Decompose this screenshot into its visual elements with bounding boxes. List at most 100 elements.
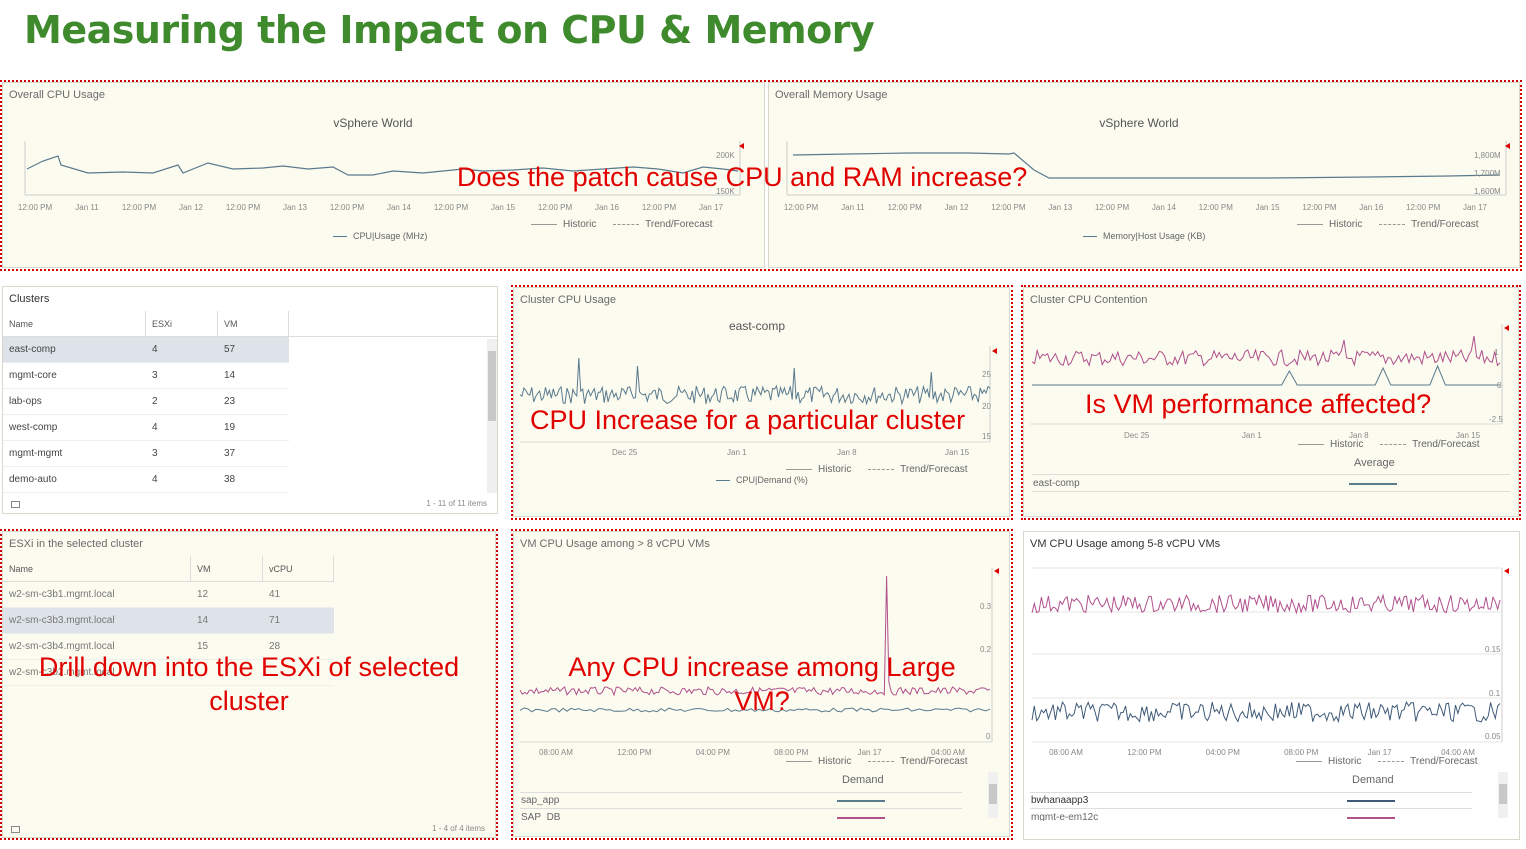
memory-x-tick: 12:00 PM [1302,203,1337,212]
table-cell: 3 [152,448,158,459]
scroll-thumb[interactable] [1499,784,1507,804]
scroll-thumb[interactable] [989,784,997,804]
column-toggle-icon[interactable] [11,826,20,833]
col-vm[interactable]: VM [191,556,263,581]
cpu-x-tick: Jan 17 [699,203,724,212]
large-vm-y-tick: 0.3 [980,602,992,611]
large-vm-x-tick: 12:00 PM [617,748,652,757]
cluster-y-tick: 20 [982,402,991,411]
mid-vm-y-tick: 0.1 [1489,689,1501,698]
cluster-range-marker [992,348,997,354]
scroll-thumb[interactable] [488,351,496,421]
panel-title: VM CPU Usage among 5-8 vCPU VMs [1030,538,1221,550]
cpu-x-tick: Jan 15 [491,203,516,212]
table-cell: mgmt-mgmt [9,448,63,459]
col-vm[interactable]: VM [218,311,289,336]
memory-usage-line [792,152,1500,179]
table-cell: 19 [224,422,236,433]
table-cell: east-comp [9,344,56,355]
legend-historic: Historic [563,219,597,230]
cpu-x-tick: 12:00 PM [434,203,469,212]
large-vm-scrollbar[interactable] [988,772,998,818]
memory-x-tick: Jan 15 [1256,203,1281,212]
cluster-series-legend: CPU|Demand (%) [716,475,808,485]
contention-range-marker [1504,325,1509,331]
table-cell: w2-sm-c3b4.mgmt.local [9,641,115,652]
contention-y-tick: -2.5 [1489,415,1503,424]
callout-esxi-line1: Drill down into the ESXi of selected [38,652,460,682]
callout-contention: Is VM performance affected? [1085,389,1432,419]
table-cell: 4 [152,474,158,485]
col-esxi[interactable]: ESXi [146,311,218,336]
legend-trend: Trend/Forecast [900,756,968,767]
column-toggle-icon[interactable] [11,501,20,508]
table-row[interactable]: w2-sm-c3b2.mgmt.local [3,660,334,686]
mid-vm-scrollbar[interactable] [1498,772,1508,818]
cpu-x-tick: 12:00 PM [122,203,157,212]
mid-vm-line-pink [1031,593,1501,615]
legend-historic: Historic [1329,219,1363,230]
table-cell: 38 [224,474,236,485]
large-vm-x-tick: 08:00 PM [774,748,809,757]
clusters-scrollbar[interactable] [487,339,497,493]
col-name[interactable]: Name [3,556,191,581]
row-swatch [1347,800,1395,802]
mid-vm-row[interactable]: bwhanaapp3 [1030,792,1472,809]
large-vm-x-tick: 04:00 PM [696,748,731,757]
panel-title: Cluster CPU Contention [1030,294,1148,306]
large-vm-row[interactable]: sap_app [520,792,962,809]
table-cell: 12 [197,589,209,600]
callout-esxi: Drill down into the ESXi of selected clu… [0,650,498,718]
mid-vm-x-tick: 08:00 AM [1049,748,1083,757]
contention-row[interactable]: east-comp [1032,474,1510,492]
cpu-x-tick: 12:00 PM [226,203,261,212]
cpu-x-tick: Jan 14 [387,203,412,212]
table-cell: west-comp [9,422,58,433]
contention-x-tick: Jan 8 [1349,431,1369,440]
large-vm-row[interactable]: SAP_DB [520,809,962,821]
cpu-range-marker [739,143,744,149]
mid-vm-legend: Historic Trend/Forecast [1296,756,1492,767]
panel-title: VM CPU Usage among > 8 vCPU VMs [520,538,710,550]
legend-trend: Trend/Forecast [1412,439,1480,450]
cluster-x-tick: Dec 25 [612,448,638,457]
table-header: Name ESXi VM [3,311,289,337]
mid-vm-row[interactable]: mgmt-e-em12c [1030,809,1472,821]
series-label: CPU|Demand (%) [736,475,808,485]
cpu-x-tick: Jan 16 [595,203,620,212]
memory-range-marker [1505,143,1510,149]
large-vm-line-pink [519,575,991,697]
cpu-series-legend: CPU|Usage (MHz) [333,231,427,241]
cluster-x-tick: Jan 15 [945,448,970,457]
table-cell: w2-sm-c3b1.mgmt.local [9,589,115,600]
row-label: sap_app [521,795,560,806]
large-vm-column: Demand [842,774,884,786]
cpu-x-tick: Jan 11 [75,203,99,212]
legend-historic: Historic [818,756,852,767]
slide-title: Measuring the Impact on CPU & Memory [24,8,875,52]
contention-chart: Dec 25 Jan 1 Jan 8 Jan 15 1 0 -2.5 [1030,324,1509,440]
series-label: CPU|Usage (MHz) [353,231,428,241]
panel-title: Overall CPU Usage [9,89,105,101]
callout-large-vm: Any CPU increase among Large VM? [511,650,1013,718]
row-label: mgmt-e-em12c [1031,812,1099,821]
legend-historic: Historic [1328,756,1362,767]
col-vcpu[interactable]: vCPU [263,556,334,581]
col-name[interactable]: Name [3,311,146,336]
legend-trend: Trend/Forecast [900,464,968,475]
mid-vm-x-tick: 12:00 PM [1127,748,1162,757]
cpu-y-tick: 150K [716,187,735,196]
